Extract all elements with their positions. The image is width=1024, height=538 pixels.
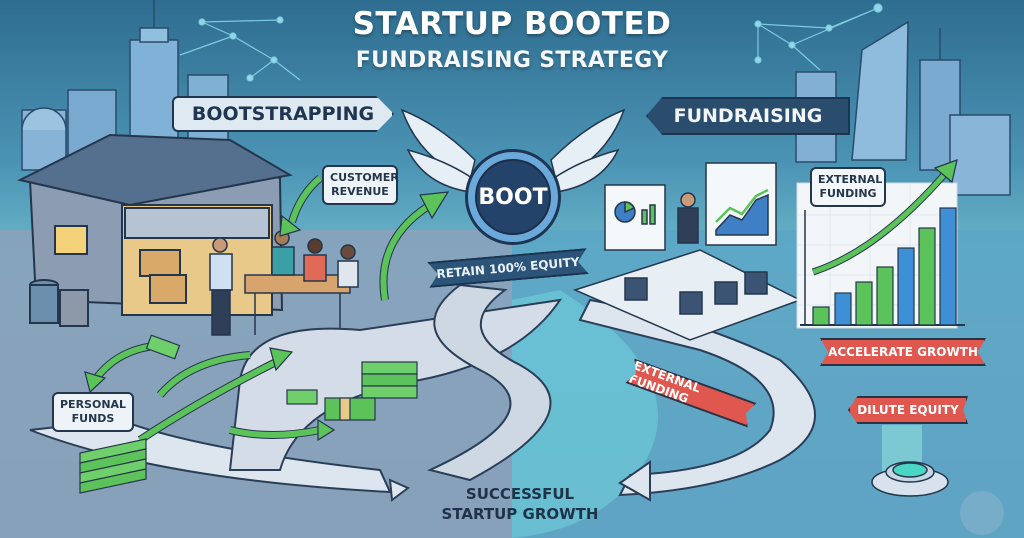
team-working-icon: [209, 230, 359, 336]
page-title: STARTUP BOOTED: [352, 6, 672, 42]
caption-line-1: SUCCESSFUL: [465, 485, 575, 503]
garage-icon: [17, 133, 293, 327]
road-right: [578, 298, 816, 497]
accelerate-growth-ribbon: ACCELERATE GROWTH: [820, 338, 986, 366]
external-funding-note: EXTERNAL FUNDING: [810, 167, 886, 207]
fundraising-banner: FUNDRAISING: [646, 97, 850, 135]
portal-icon: [871, 425, 949, 497]
bootstrapping-banner: BOOTSTRAPPING: [172, 96, 394, 132]
skyline-right-icon: [795, 20, 1011, 196]
network-graph-icon: [179, 3, 883, 82]
dilute-equity-ribbon: DILUTE EQUITY: [848, 396, 968, 424]
successful-growth-caption: SUCCESSFUL STARTUP GROWTH: [440, 484, 600, 524]
personal-funds-label: PERSONAL FUNDS: [52, 392, 134, 432]
boot-badge: BOOT: [465, 149, 561, 245]
page-subtitle: FUNDRAISING STRATEGY: [355, 48, 669, 73]
caption-line-2: STARTUP GROWTH: [441, 505, 599, 523]
road-center: [427, 283, 552, 482]
boot-badge-text: BOOT: [475, 159, 551, 235]
customer-revenue-label: CUSTOMER REVENUE: [322, 165, 399, 205]
money-stack-icon: [79, 334, 418, 494]
growth-bar-chart-icon: [796, 159, 965, 329]
wings-icon: [400, 108, 626, 193]
